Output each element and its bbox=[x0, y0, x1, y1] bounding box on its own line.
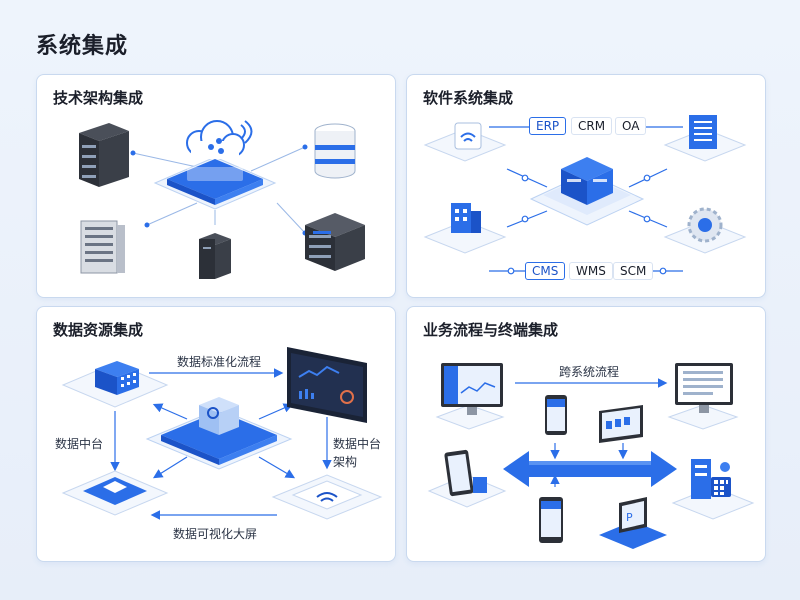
storage-server-icon bbox=[305, 213, 365, 271]
data-resources-diagram bbox=[61, 347, 383, 520]
connection-lines bbox=[132, 146, 306, 234]
document-system-icon bbox=[663, 115, 747, 162]
connection-dots bbox=[507, 174, 667, 275]
tag-wms: WMS bbox=[569, 262, 613, 280]
bidirectional-arrow-icon bbox=[503, 451, 677, 487]
database-icon bbox=[314, 123, 356, 179]
tag-crm: CRM bbox=[571, 117, 613, 135]
tower-server-icon bbox=[199, 233, 231, 279]
panel-title-software: 软件系统集成 bbox=[423, 89, 514, 107]
panel-business-terminals: 业务流程与终端集成 bbox=[406, 306, 766, 562]
desktop-monitor-icon-right bbox=[667, 363, 739, 430]
tag-scm: SCM bbox=[613, 262, 654, 280]
wireless-platform-icon bbox=[271, 474, 383, 520]
page-title: 系统集成 bbox=[36, 34, 129, 59]
server-keypad-icon bbox=[671, 459, 755, 520]
mobile-terminal-icon bbox=[427, 449, 507, 508]
panel-tech-architecture: 技术架构集成 bbox=[36, 74, 396, 298]
connection-lines bbox=[489, 126, 683, 272]
desktop-monitor-icon bbox=[435, 363, 505, 430]
data-building-icon bbox=[61, 361, 169, 408]
panel-software-systems: 软件系统集成 bbox=[406, 74, 766, 298]
label-arch-line1: 数据中台 bbox=[333, 437, 382, 451]
tag-cms: CMS bbox=[525, 262, 566, 280]
data-middle-platform-icon bbox=[61, 470, 169, 516]
server-building-icon bbox=[423, 203, 507, 254]
label-data-middle: 数据中台 bbox=[55, 437, 104, 451]
business-terminals-diagram: P bbox=[427, 363, 755, 549]
smartphone-icon bbox=[545, 395, 567, 435]
svg-text:P: P bbox=[626, 511, 633, 524]
panel-title-tech: 技术架构集成 bbox=[53, 89, 144, 107]
tech-architecture-diagram bbox=[79, 120, 365, 279]
dashboard-screen-icon bbox=[287, 347, 367, 423]
panel-title-business: 业务流程与终端集成 bbox=[423, 321, 559, 339]
software-systems-diagram bbox=[423, 115, 747, 275]
tablet-icon bbox=[599, 405, 643, 443]
tag-erp: ERP bbox=[529, 117, 567, 135]
network-module-icon bbox=[423, 122, 507, 162]
central-hub-icon bbox=[529, 157, 645, 226]
tag-oa: OA bbox=[615, 117, 647, 135]
vertical-arrows bbox=[550, 443, 628, 487]
flow-arrows bbox=[110, 368, 332, 520]
storage-rack-icon bbox=[80, 220, 125, 274]
cloud-platform-icon bbox=[153, 120, 277, 210]
panel-title-data: 数据资源集成 bbox=[53, 321, 144, 339]
smartphone-icon-bottom bbox=[539, 497, 563, 543]
label-cross-system: 跨系统流程 bbox=[559, 365, 620, 379]
label-visual: 数据可视化大屏 bbox=[173, 527, 258, 541]
panel-data-resources: 数据资源集成 bbox=[36, 306, 396, 562]
label-standardize: 数据标准化流程 bbox=[177, 355, 262, 369]
label-arch-line2: 架构 bbox=[333, 455, 358, 469]
rack-server-icon bbox=[79, 123, 129, 187]
gear-icon bbox=[663, 207, 747, 254]
pos-terminal-icon: P bbox=[599, 497, 667, 549]
data-cube-icon bbox=[145, 397, 293, 470]
